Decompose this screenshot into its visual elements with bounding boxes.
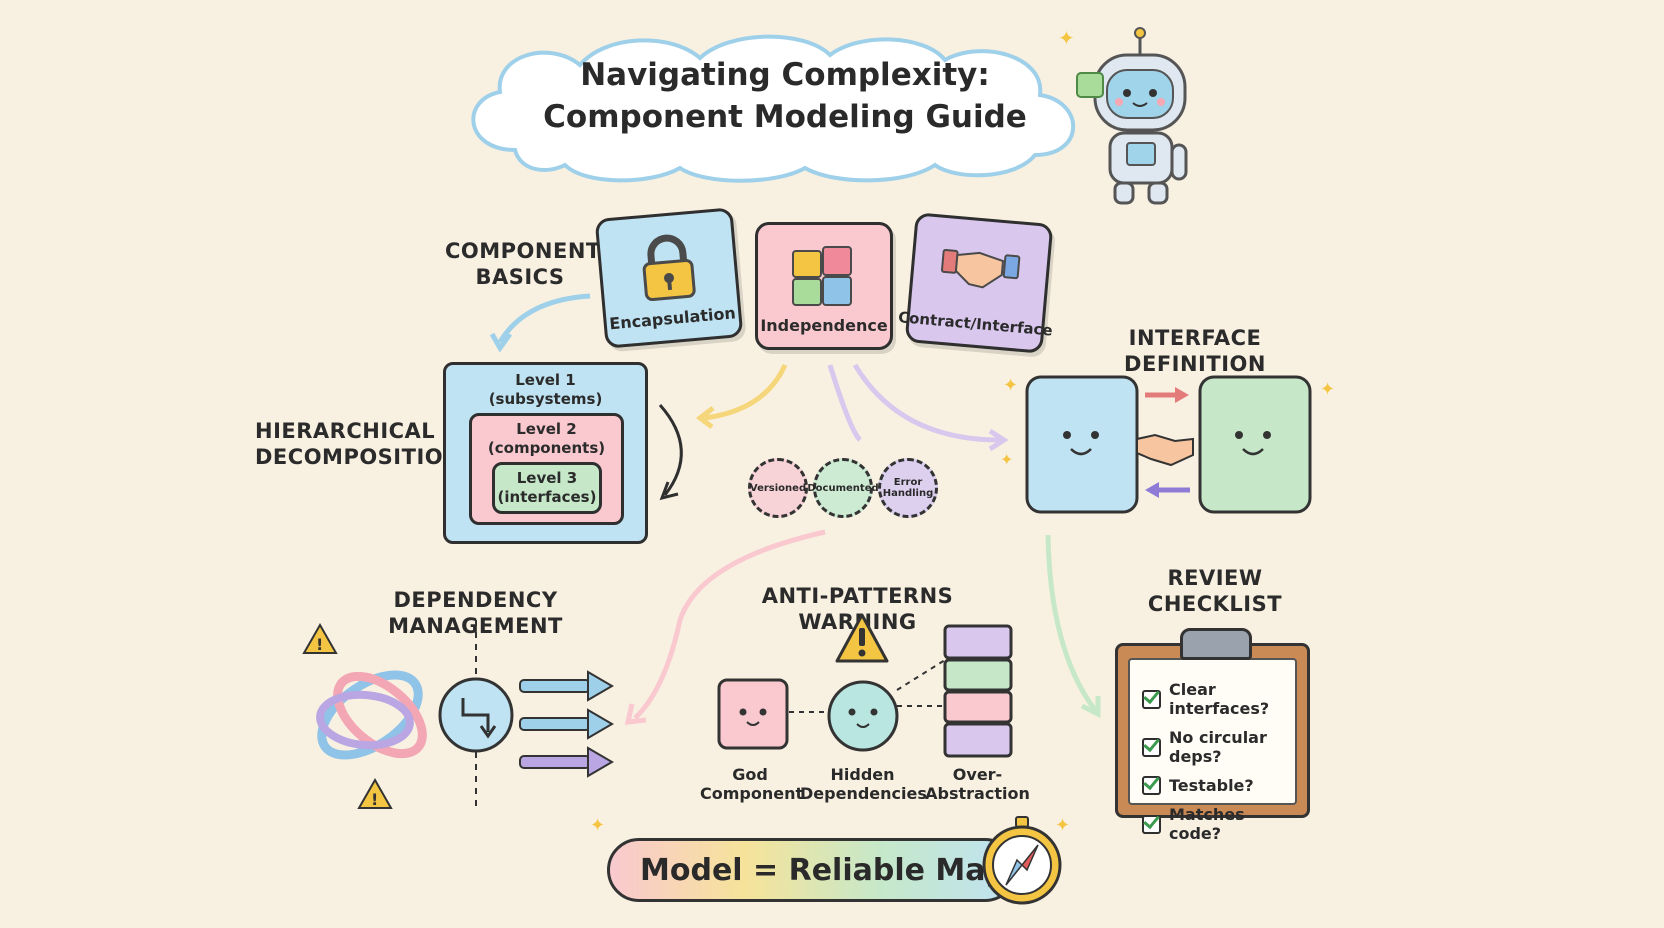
clipboard-clip-icon [1180,628,1252,660]
checklist-item-label: Matches code? [1169,805,1245,843]
sparkle-icon: ✦ [1055,815,1071,836]
svg-text:✦: ✦ [1320,379,1335,400]
handshake-icon [941,248,1021,289]
checklist-item-label: No circular deps? [1169,728,1267,766]
sparkle-icon: ✦ [590,815,606,836]
component-basics-heading: COMPONENT BASICS [445,239,601,290]
svg-text:✦: ✦ [1003,375,1018,396]
god-component-line-1: God [732,765,768,784]
checkbox-checked-icon [1142,776,1161,795]
clipboard: Clear interfaces? No circular deps? Test… [1115,628,1310,843]
checkbox-checked-icon [1142,814,1161,834]
compass-icon [982,816,1062,905]
dependency-illustration: ! ! [302,620,614,810]
warning-icon [835,613,889,663]
checklist-item: Testable? [1142,776,1285,795]
checklist-item: Matches code? [1142,805,1285,843]
level-3-title: Level 3 [516,469,578,487]
robot-mascot-icon [1076,27,1188,205]
level-1-title: Level 1 [515,371,576,389]
level-2-title: Level 2 [516,420,577,438]
level-2-subtitle: (components) [487,438,606,457]
footer-text: Model = Reliable Map [640,852,1007,888]
contract-interface-card: Contract/Interface [897,212,1054,354]
checkbox-checked-icon [1142,689,1161,709]
title-line-2: Component Modeling Guide [543,98,1027,135]
puzzle-icon [792,246,852,306]
review-checklist-heading: REVIEW CHECKLIST [1147,566,1283,617]
anti-patterns-illustration [717,624,1013,758]
sparkle-icon: ✦ [1058,26,1075,50]
over-abstraction-label: Over- Abstraction [925,765,1030,803]
error-handling-badge: Error Handling [878,458,938,518]
level-3-box: Level 3 (interfaces) [492,462,602,514]
clipboard-paper: Clear interfaces? No circular deps? Test… [1128,658,1297,843]
title-cloud [471,34,1076,183]
footer-banner: Model = Reliable Map [607,838,1017,902]
independence-card: Independence [755,222,893,350]
hidden-dependencies-line-1: Hidden [830,765,895,784]
checklist-item: Clear interfaces? [1142,680,1285,718]
interface-blocks-illustration: ✦ ✦ ✦ [1000,375,1335,514]
svg-text:✦: ✦ [1000,450,1013,469]
over-abstraction-line-1: Over- [952,765,1003,784]
hierarchical-decomposition-heading: HIERARCHICAL DECOMPOSITION [255,419,462,470]
encapsulation-card: Encapsulation [594,207,744,349]
title-line-1: Navigating Complexity: [580,57,990,93]
god-component-label: God Component [700,765,804,804]
interface-definition-heading: INTERFACE DEFINITION [1124,326,1266,377]
anti-patterns-heading: ANTI-PATTERNS WARNING [761,584,954,634]
level-1-subtitle: (subsystems) [488,389,603,408]
level-3-subtitle: (interfaces) [497,487,597,506]
god-component-line-2: Component [700,784,804,804]
independence-label: Independence [760,316,888,335]
checklist-item: No circular deps? [1142,728,1285,766]
lock-icon [642,234,696,302]
over-abstraction-line-2: Abstraction [925,784,1030,804]
documented-badge: Documented [807,458,879,518]
hidden-dependencies-line-2: Dependencies [800,784,927,804]
hidden-dependencies-label: Hidden Dependencies [800,765,927,804]
checkbox-checked-icon [1142,737,1161,757]
page-title: Navigating Complexity: Component Modelin… [520,55,1050,139]
svg-text:!: ! [371,790,378,809]
checklist-item-label: Testable? [1169,776,1254,795]
svg-text:!: ! [316,635,323,654]
checklist-item-label: Clear interfaces? [1169,680,1270,718]
versioned-badge: Versioned [748,458,808,518]
